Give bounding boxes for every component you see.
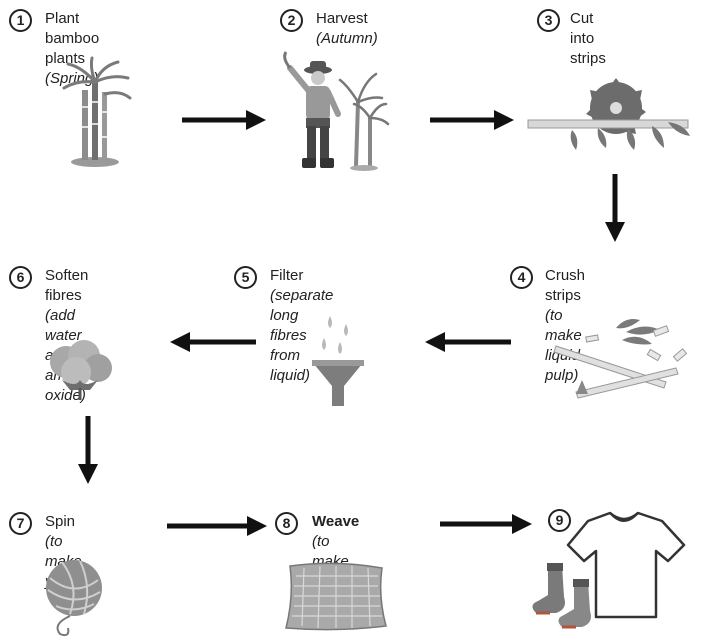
step-note: (Autumn) bbox=[316, 30, 378, 47]
step-number: 5 bbox=[234, 266, 257, 289]
step-number: 1 bbox=[9, 9, 32, 32]
arrow-6-to-7 bbox=[78, 416, 98, 484]
step-title: Soften fibres bbox=[45, 267, 89, 304]
tshirt-socks-icon bbox=[532, 511, 686, 629]
step-note: (to bbox=[45, 533, 63, 550]
step-number: 2 bbox=[280, 9, 303, 32]
arrow-7-to-8 bbox=[167, 516, 267, 536]
arrow-4-to-5 bbox=[425, 332, 511, 352]
bamboo-plant-icon bbox=[62, 56, 132, 167]
step-title: Weave bbox=[312, 513, 360, 530]
step-title: Filter bbox=[270, 267, 304, 284]
step-note: (separate bbox=[270, 287, 334, 304]
farmer-harvest-icon bbox=[283, 51, 390, 171]
yarn-ball-icon bbox=[46, 560, 102, 637]
step-title: Plant bamboo bbox=[45, 10, 100, 47]
step-number: 6 bbox=[9, 266, 32, 289]
arrow-3-to-4 bbox=[605, 174, 625, 242]
arrow-5-to-6 bbox=[170, 332, 256, 352]
step-number: 4 bbox=[510, 266, 533, 289]
step-label: Filter (separate long fibres from liquid… bbox=[270, 266, 333, 386]
step-note-2: long fibres from liquid) bbox=[270, 307, 311, 384]
step-label: Cut into strips bbox=[570, 9, 606, 69]
step-title: Spin bbox=[45, 513, 76, 530]
step-title: Cut into strips bbox=[570, 10, 606, 67]
step-title: Harvest bbox=[316, 10, 368, 27]
saw-bamboo-icon bbox=[527, 78, 690, 150]
step-number: 9 bbox=[548, 509, 571, 532]
arrow-8-to-9 bbox=[440, 514, 532, 534]
step-title: Crush strips bbox=[545, 267, 586, 304]
arrow-2-to-3 bbox=[430, 110, 514, 130]
filter-funnel-icon bbox=[312, 316, 364, 406]
step-note: (to bbox=[312, 533, 330, 550]
arrow-1-to-2 bbox=[182, 110, 266, 130]
cotton-fibre-icon bbox=[50, 340, 112, 400]
step-label: Harvest (Autumn) bbox=[316, 9, 378, 49]
step-number: 8 bbox=[275, 512, 298, 535]
step-title-2: plants bbox=[45, 50, 86, 67]
woven-fabric-icon bbox=[285, 562, 387, 631]
crushed-bamboo-icon bbox=[553, 319, 688, 399]
step-number: 7 bbox=[9, 512, 32, 535]
step-number: 3 bbox=[537, 9, 560, 32]
